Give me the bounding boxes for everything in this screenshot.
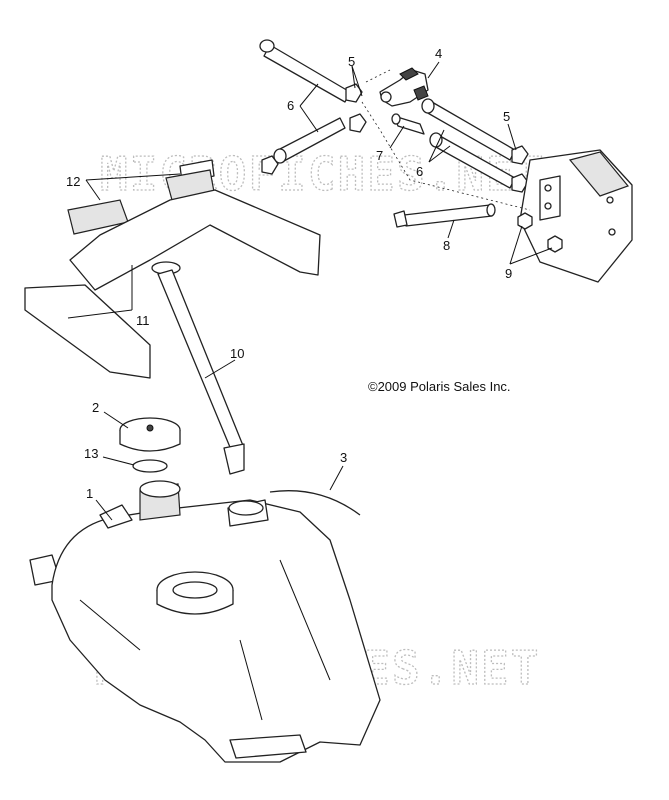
copyright-text: ©2009 Polaris Sales Inc. xyxy=(368,379,511,394)
callout-8: 8 xyxy=(443,238,450,253)
callout-11: 11 xyxy=(136,313,150,328)
callouts: 1 2 3 4 5 5 6 6 7 8 9 10 11 12 13 xyxy=(66,46,512,501)
watermark-top: MICROFICHES.NET xyxy=(100,147,545,201)
canister-bracket xyxy=(519,149,633,283)
vent-hose-right-upper xyxy=(421,98,516,161)
callout-3: 3 xyxy=(340,450,347,465)
leader-lines xyxy=(67,61,553,521)
hose-8 xyxy=(393,203,496,228)
callout-5-right: 5 xyxy=(503,109,510,124)
strap-pads xyxy=(67,159,215,235)
vent-hose-right-lower xyxy=(429,132,516,189)
fuel-tank xyxy=(29,480,381,763)
hose-clamps-left xyxy=(261,83,367,175)
fuel-cap xyxy=(119,417,181,452)
callout-5-left: 5 xyxy=(348,54,355,69)
callout-6-right: 6 xyxy=(416,164,423,179)
nuts xyxy=(517,212,563,253)
callout-7: 7 xyxy=(376,148,383,163)
callout-2: 2 xyxy=(92,400,99,415)
vent-hose-lower xyxy=(273,117,346,164)
fuel-level-sender xyxy=(151,261,245,475)
callout-10: 10 xyxy=(230,346,244,361)
vent-hose-upper xyxy=(259,39,351,103)
hose-fitting xyxy=(391,113,425,135)
vent-line xyxy=(269,490,361,516)
callout-6-left: 6 xyxy=(287,98,294,113)
callout-13: 13 xyxy=(84,446,98,461)
callout-9: 9 xyxy=(505,266,512,281)
o-ring xyxy=(132,459,168,473)
hose-clamps-right xyxy=(511,145,529,193)
callout-12: 12 xyxy=(66,174,80,189)
callout-4: 4 xyxy=(435,46,442,61)
callout-1: 1 xyxy=(86,486,93,501)
rollover-valve xyxy=(379,67,429,107)
